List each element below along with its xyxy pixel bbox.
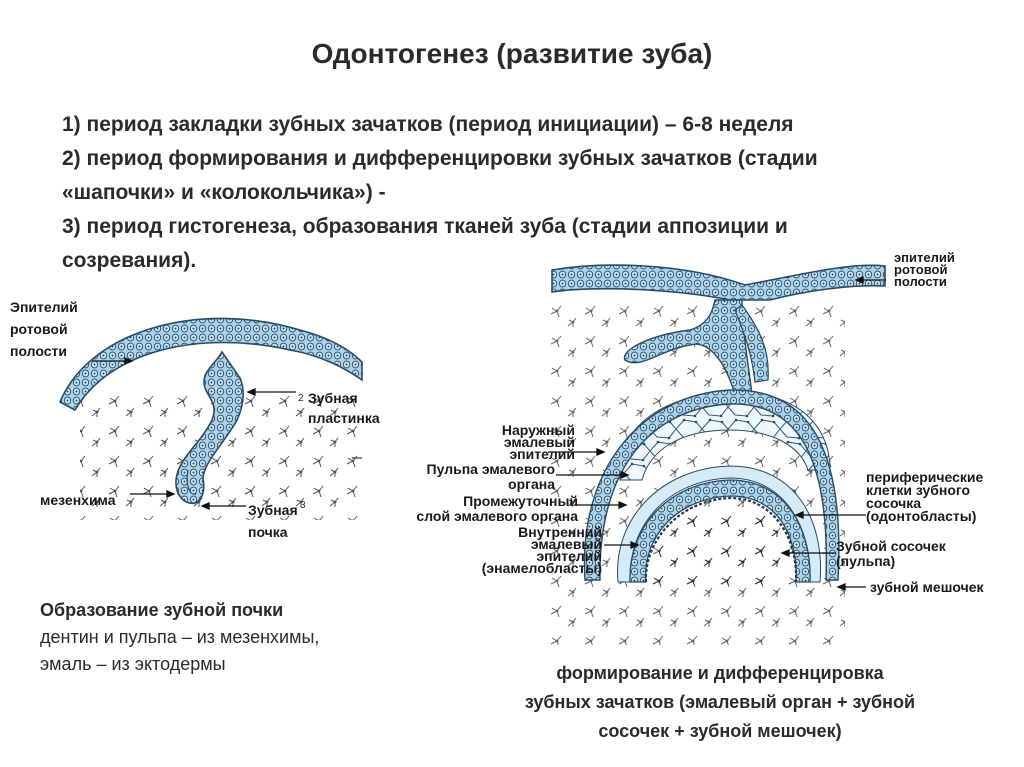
right-caption-line1: формирование и дифференцировка — [440, 659, 1000, 688]
left-caption: Образование зубной почки дентин и пульпа… — [40, 597, 319, 678]
label-peripheral-papilla-cells: периферические клетки зубного сосочка (о… — [866, 471, 983, 523]
label-line: Зубная — [308, 388, 380, 408]
label-line: Эпителий — [10, 296, 78, 318]
label-outer-enamel-epithelium: Наружный эмалевый эпителий — [440, 424, 575, 460]
label-dental-papilla: Зубной сосочек (пульпа) — [836, 539, 946, 569]
label-line: ротовой — [10, 318, 78, 340]
label-mesenchyme: мезенхима — [40, 492, 116, 509]
label-line: (одонтобласты) — [866, 510, 983, 523]
label-intermediate-layer: Промежуточный слой эмалевого органа — [370, 494, 578, 524]
left-caption-line2: эмаль – из эктодермы — [40, 651, 319, 678]
label-line: почка — [248, 521, 298, 543]
left-caption-heading: Образование зубной почки — [40, 597, 319, 624]
label-line: Зубная — [248, 499, 298, 521]
left-marker-3: 3 — [300, 500, 306, 511]
label-line: пластинка — [308, 408, 380, 428]
right-caption-line2: зубных зачатков (эмалевый орган + зубной — [440, 688, 1000, 717]
label-line: (пульпа) — [836, 554, 946, 569]
label-line: Зубной сосочек — [836, 539, 946, 554]
label-left-oral-epithelium: Эпителий ротовой полости — [10, 296, 78, 362]
label-dental-lamina: Зубная пластинка — [308, 388, 380, 428]
label-enamel-pulp: Пульпа эмалевого органа — [360, 462, 555, 492]
label-line: полости — [894, 276, 955, 288]
label-line: Промежуточный — [370, 494, 578, 509]
label-tooth-bud: Зубная почка — [248, 499, 298, 543]
left-caption-line1: дентин и пульпа – из мезенхимы, — [40, 624, 319, 651]
left-marker-2: 2 — [298, 393, 304, 404]
label-dental-sac: зубной мешочек — [870, 579, 983, 596]
label-line: полости — [10, 340, 78, 362]
label-inner-enamel-epithelium: Внутренний эмалевый эпителий (энамелобла… — [440, 526, 602, 574]
label-line: слой эмалевого органа — [370, 509, 578, 524]
label-right-oral-epithelium: эпителий ротовой полости — [894, 252, 955, 288]
right-diagram — [545, 265, 886, 645]
right-oral-epithelium — [552, 265, 885, 300]
right-caption-line3: сосочек + зубной мешочек) — [440, 717, 1000, 746]
label-line: Пульпа эмалевого — [360, 462, 555, 477]
label-line: органа — [360, 477, 555, 492]
right-caption: формирование и дифференцировка зубных за… — [440, 659, 1000, 746]
label-line: (энамелобласты) — [440, 562, 602, 574]
